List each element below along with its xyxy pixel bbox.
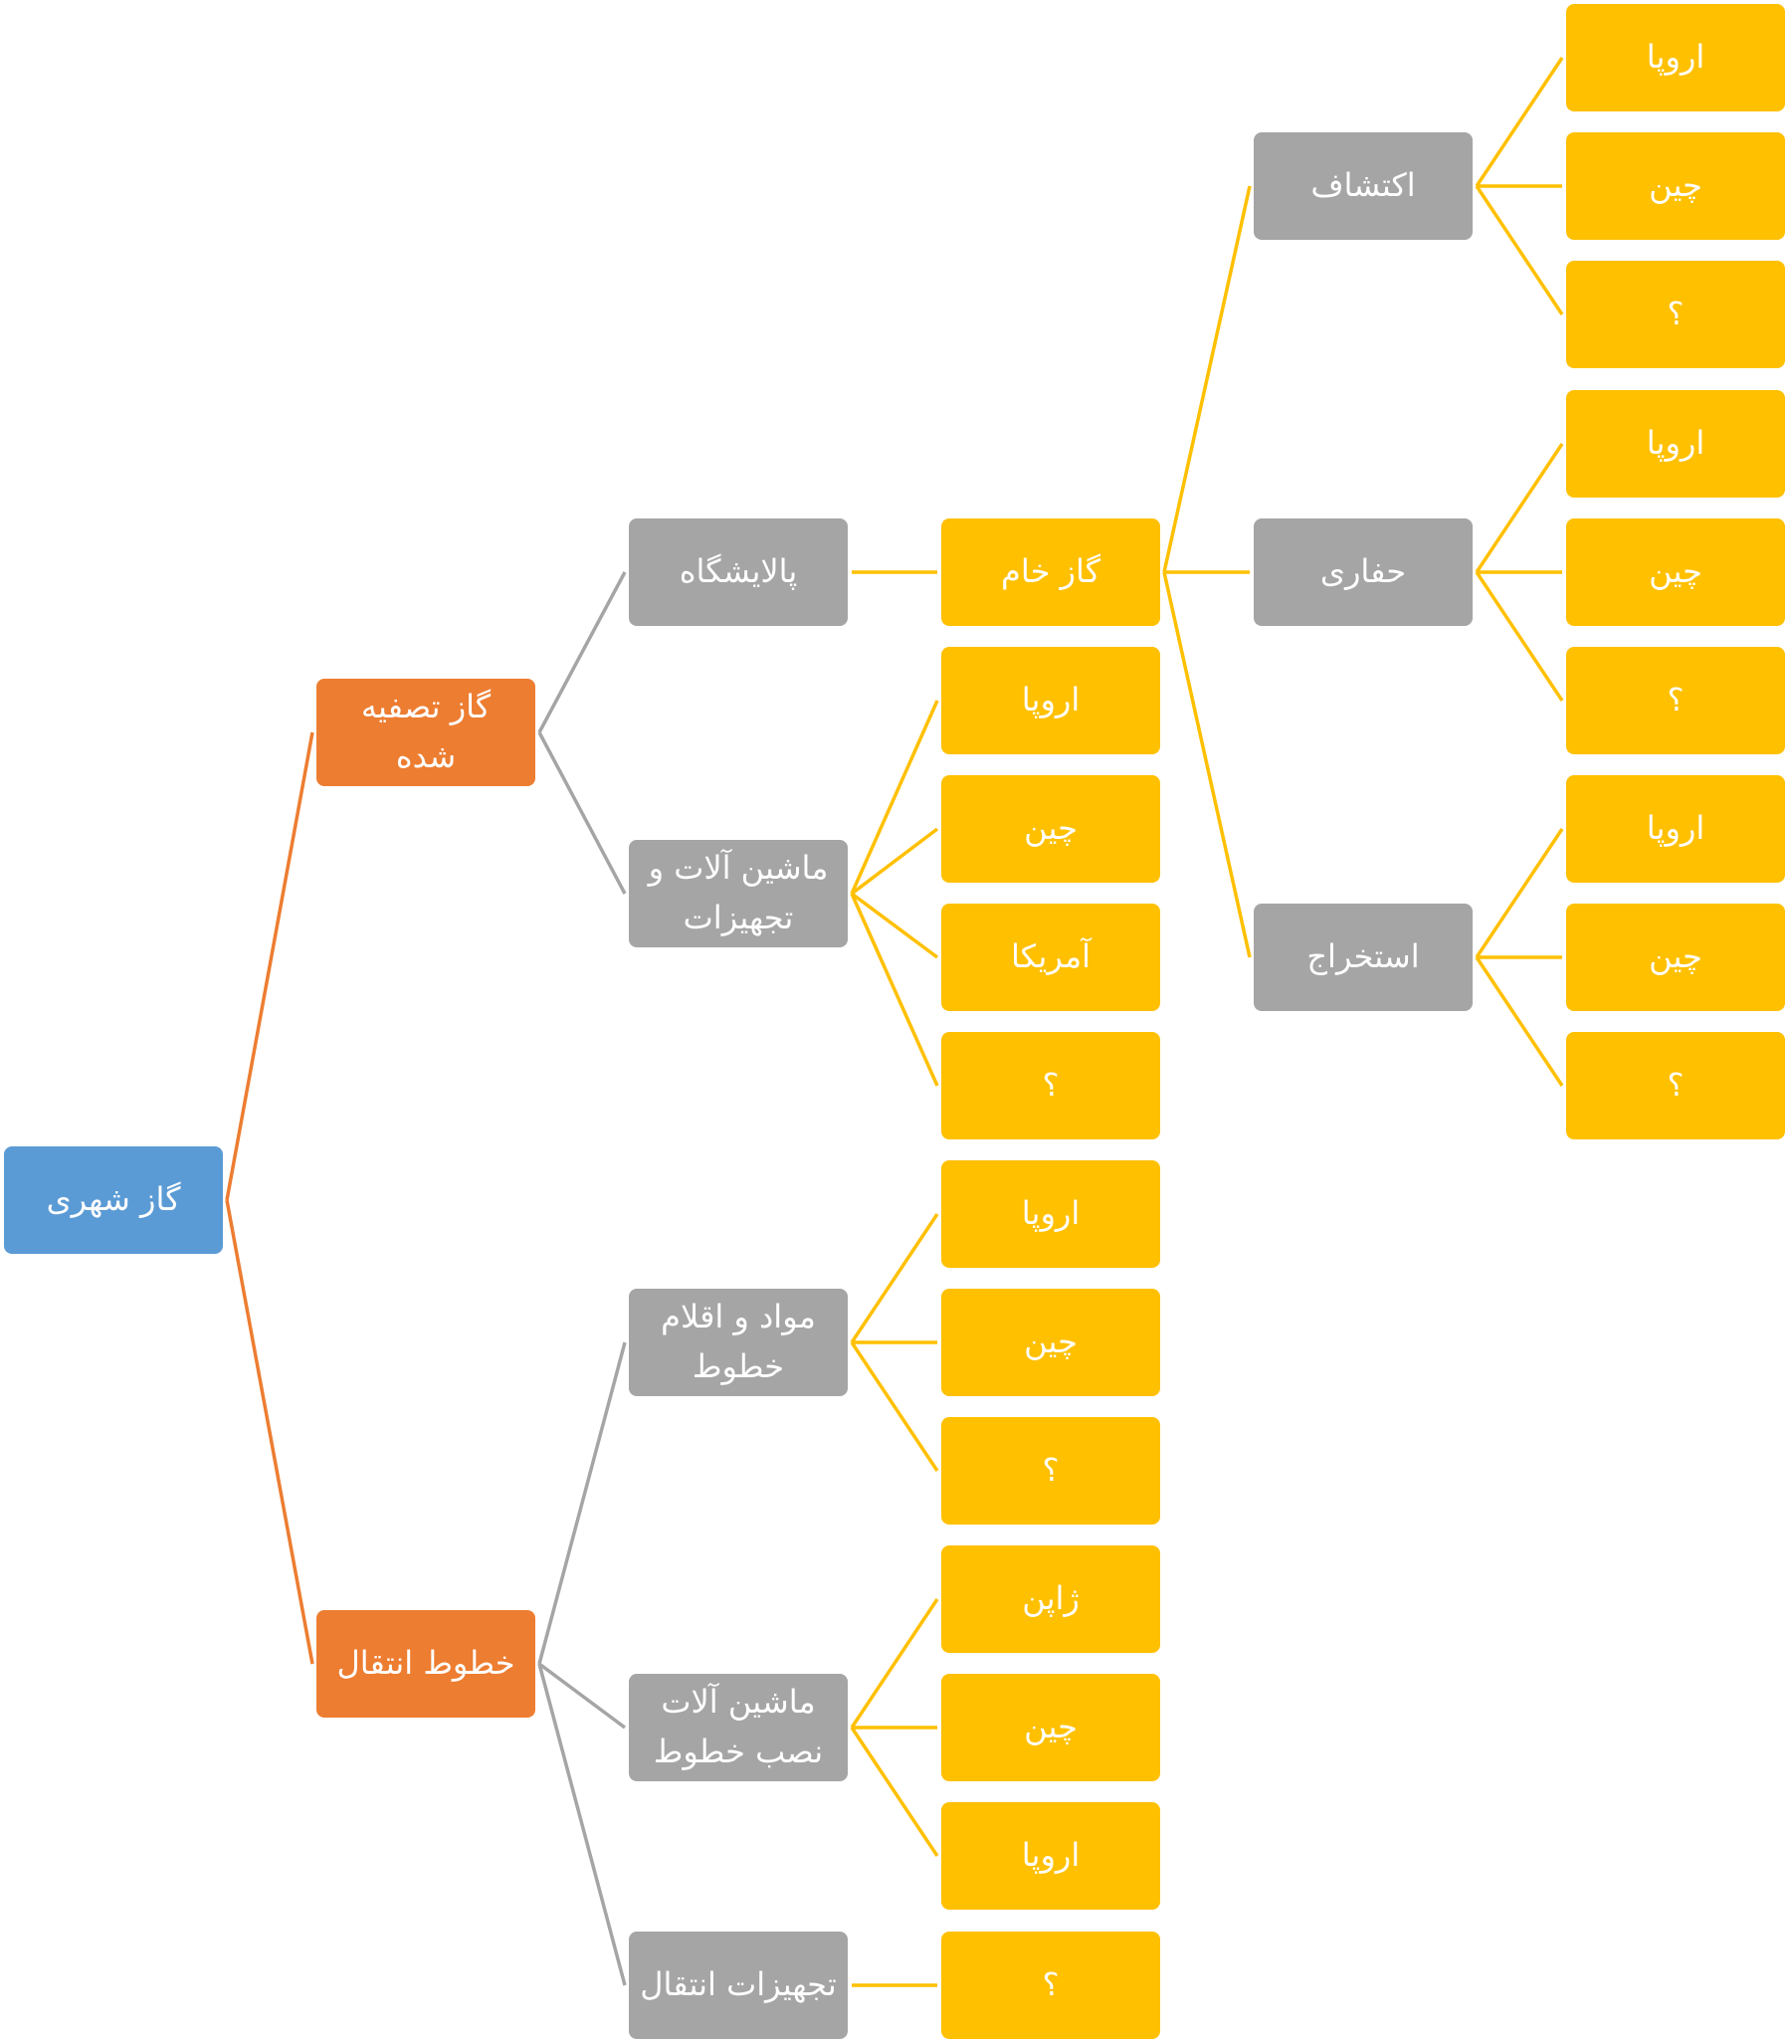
node-transmission-equipment: تجهیزات انتقال — [629, 1932, 848, 2039]
connector-node-machinery-equipment-to-leaf-machinery-china — [850, 827, 939, 896]
connector-node-machinery-equipment-to-leaf-machinery-unknown — [850, 893, 939, 1087]
connector-node-urban-gas-to-node-transmission-lines — [225, 1199, 314, 1665]
node-urban-gas: گاز شهری — [4, 1146, 223, 1254]
connector-node-raw-gas-to-node-exploration — [1162, 185, 1252, 573]
leaf-exploration-europe: اروپا — [1566, 4, 1785, 111]
connector-node-extraction-to-leaf-extraction-europe — [1475, 828, 1564, 958]
leaf-machinery-europe: اروپا — [941, 647, 1160, 754]
node-machinery-equipment: ماشین آلات و تجهیزات — [629, 840, 848, 947]
node-refined-gas: گاز تصفیه شده — [316, 679, 535, 786]
connector-node-raw-gas-to-node-extraction — [1162, 571, 1252, 958]
connector-node-transmission-lines-to-node-transmission-equipment — [537, 1663, 627, 1986]
connector-node-drilling-to-leaf-drilling-unknown — [1475, 571, 1564, 702]
connector-node-extraction-to-leaf-extraction-unknown — [1475, 956, 1564, 1087]
leaf-drilling-china: چین — [1566, 518, 1785, 626]
leaf-exploration-unknown: ؟ — [1566, 261, 1785, 368]
leaf-installation-china: چین — [941, 1674, 1160, 1781]
leaf-exploration-china: چین — [1566, 132, 1785, 240]
leaf-drilling-unknown: ؟ — [1566, 647, 1785, 754]
connector-node-transmission-lines-to-node-line-materials — [537, 1341, 627, 1665]
node-raw-gas: گاز خام — [941, 518, 1160, 626]
connector-node-line-materials-to-leaf-materials-unknown — [850, 1341, 939, 1472]
node-line-materials: مواد و اقلام خطوط — [629, 1289, 848, 1396]
leaf-extraction-china: چین — [1566, 904, 1785, 1011]
connector-node-line-installation-machinery-to-leaf-installation-europe — [850, 1727, 939, 1857]
leaf-machinery-unknown: ؟ — [941, 1032, 1160, 1139]
node-refinery: پالایشگاه — [629, 518, 848, 626]
connector-node-transmission-lines-to-node-line-installation-machinery — [537, 1662, 627, 1730]
node-line-installation-machinery: ماشین آلات نصب خطوط — [629, 1674, 848, 1781]
connector-node-urban-gas-to-node-refined-gas — [225, 731, 314, 1201]
connector-node-refined-gas-to-node-refinery — [537, 571, 627, 733]
leaf-installation-japan: ژاپن — [941, 1545, 1160, 1653]
leaf-materials-europe: اروپا — [941, 1160, 1160, 1268]
leaf-drilling-europe: اروپا — [1566, 390, 1785, 498]
leaf-machinery-america: آمریکا — [941, 904, 1160, 1011]
connector-node-drilling-to-leaf-drilling-europe — [1475, 443, 1564, 573]
leaf-extraction-unknown: ؟ — [1566, 1032, 1785, 1139]
connector-node-line-installation-machinery-to-leaf-installation-japan — [850, 1598, 939, 1729]
leaf-materials-china: چین — [941, 1289, 1160, 1396]
connector-node-refined-gas-to-node-machinery-equipment — [537, 731, 627, 895]
leaf-installation-europe: اروپا — [941, 1802, 1160, 1910]
node-extraction: استخراج — [1254, 904, 1473, 1011]
node-drilling: حفاری — [1254, 518, 1473, 626]
connector-node-line-materials-to-leaf-materials-europe — [850, 1213, 939, 1343]
connector-node-machinery-equipment-to-leaf-machinery-europe — [850, 700, 939, 895]
leaf-materials-unknown: ؟ — [941, 1417, 1160, 1525]
leaf-extraction-europe: اروپا — [1566, 775, 1785, 883]
connector-node-exploration-to-leaf-exploration-unknown — [1475, 185, 1564, 315]
connector-node-exploration-to-leaf-exploration-europe — [1475, 57, 1564, 187]
leaf-machinery-china: چین — [941, 775, 1160, 883]
connector-node-machinery-equipment-to-leaf-machinery-america — [850, 892, 939, 959]
leaf-transmission-equipment-unknown: ؟ — [941, 1932, 1160, 2039]
node-transmission-lines: خطوط انتقال — [316, 1610, 535, 1718]
node-exploration: اکتشاف — [1254, 132, 1473, 240]
